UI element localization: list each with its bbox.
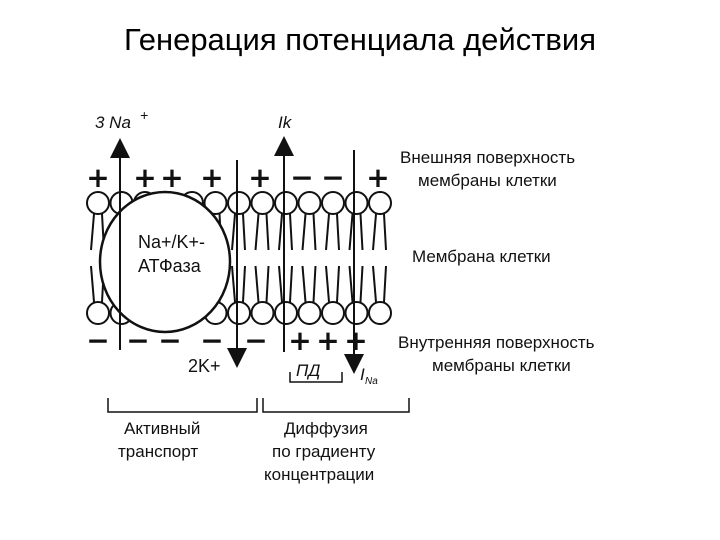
lipid-head-outer	[297, 191, 322, 215]
pd-label: ПД	[296, 361, 320, 380]
inner-charge: +	[316, 324, 339, 357]
lipid-head-inner	[86, 301, 110, 325]
lipid-tail-outer	[325, 213, 340, 251]
inner-charge: −	[86, 324, 109, 357]
lipid-head-outer	[274, 191, 298, 215]
diffusion-line3: концентрации	[264, 465, 374, 484]
lipid-head-outer	[227, 191, 251, 215]
page-title: Генерация потенциала действия	[124, 22, 596, 57]
lipid-head-inner	[250, 301, 275, 325]
lipid-tail-outer	[254, 213, 270, 251]
lipid-head-outer	[203, 191, 228, 215]
diffusion-line2: по градиенту	[272, 442, 376, 461]
outer-charge: −	[321, 161, 344, 194]
lipid-tail-inner	[348, 265, 364, 303]
lipid-head-inner	[227, 301, 251, 325]
outer-charge: +	[133, 161, 156, 194]
inner-surface-label-line2: мембраны клетки	[432, 356, 571, 375]
lipid-head-outer	[368, 191, 392, 215]
outer-charge: +	[200, 161, 223, 194]
lipid-tail-outer	[372, 213, 387, 251]
lipid-tail-outer	[348, 213, 364, 251]
outer-charge: +	[86, 161, 109, 194]
pump-label-line1: Na+/K+-	[138, 232, 205, 252]
outer-surface-label-line1: Внешняя поверхность	[400, 148, 575, 167]
outer-charge: +	[160, 161, 183, 194]
inner-charge: +	[344, 324, 367, 357]
lipid-tail-inner	[372, 265, 387, 303]
membrane-label: Мембрана клетки	[412, 247, 551, 266]
outer-charge: +	[248, 161, 271, 194]
outer-charge: −	[290, 161, 313, 194]
lipid-tail-inner	[254, 265, 270, 303]
lipid-head-inner	[344, 301, 369, 325]
lipid-head-inner	[274, 301, 298, 325]
na-out-superscript: +	[140, 107, 148, 123]
outer-charge: +	[366, 161, 389, 194]
lipid-tail-outer	[301, 213, 317, 251]
lipid-tail-inner	[325, 265, 340, 303]
diffusion-line1: Диффузия	[284, 419, 368, 438]
ina-subscript: Na	[365, 376, 378, 387]
inner-charge: +	[288, 324, 311, 357]
k-in-label: 2K+	[188, 356, 221, 376]
na-out-label: 3 Na	[95, 113, 131, 132]
lipid-head-inner	[297, 301, 322, 325]
lipid-tail-outer	[231, 213, 246, 251]
ik-label: Ik	[278, 113, 293, 132]
lipid-head-outer	[344, 191, 369, 215]
inner-charges: −−−−−+++	[86, 324, 367, 357]
inner-charge: −	[126, 324, 149, 357]
lipid-tail-inner	[231, 265, 246, 303]
lipid-tail-inner	[301, 265, 317, 303]
lipid-head-outer	[250, 191, 275, 215]
inner-charge: −	[200, 324, 223, 357]
lipid-head-inner	[368, 301, 392, 325]
lipid-tail-inner	[278, 265, 293, 303]
pump-oval	[98, 190, 232, 334]
pump-label-line2: АТФаза	[138, 256, 202, 276]
ina-label: I	[360, 365, 365, 384]
lipid-head-outer	[86, 191, 110, 215]
active-transport-bracket	[107, 398, 258, 413]
outer-charges: +++++−−+	[86, 161, 389, 194]
inner-charge: −	[158, 324, 181, 357]
lipid-tail-outer	[278, 213, 293, 251]
active-transport-line2: транспорт	[118, 442, 198, 461]
pd-bracket	[289, 372, 343, 383]
lipid-head-outer	[321, 191, 345, 215]
active-transport-line1: Активный	[124, 419, 200, 438]
lipid-head-inner	[321, 301, 345, 325]
outer-surface-label-line2: мембраны клетки	[418, 171, 557, 190]
inner-surface-label-line1: Внутренняя поверхность	[398, 333, 595, 352]
inner-charge: −	[244, 324, 267, 357]
diffusion-bracket	[262, 398, 410, 413]
